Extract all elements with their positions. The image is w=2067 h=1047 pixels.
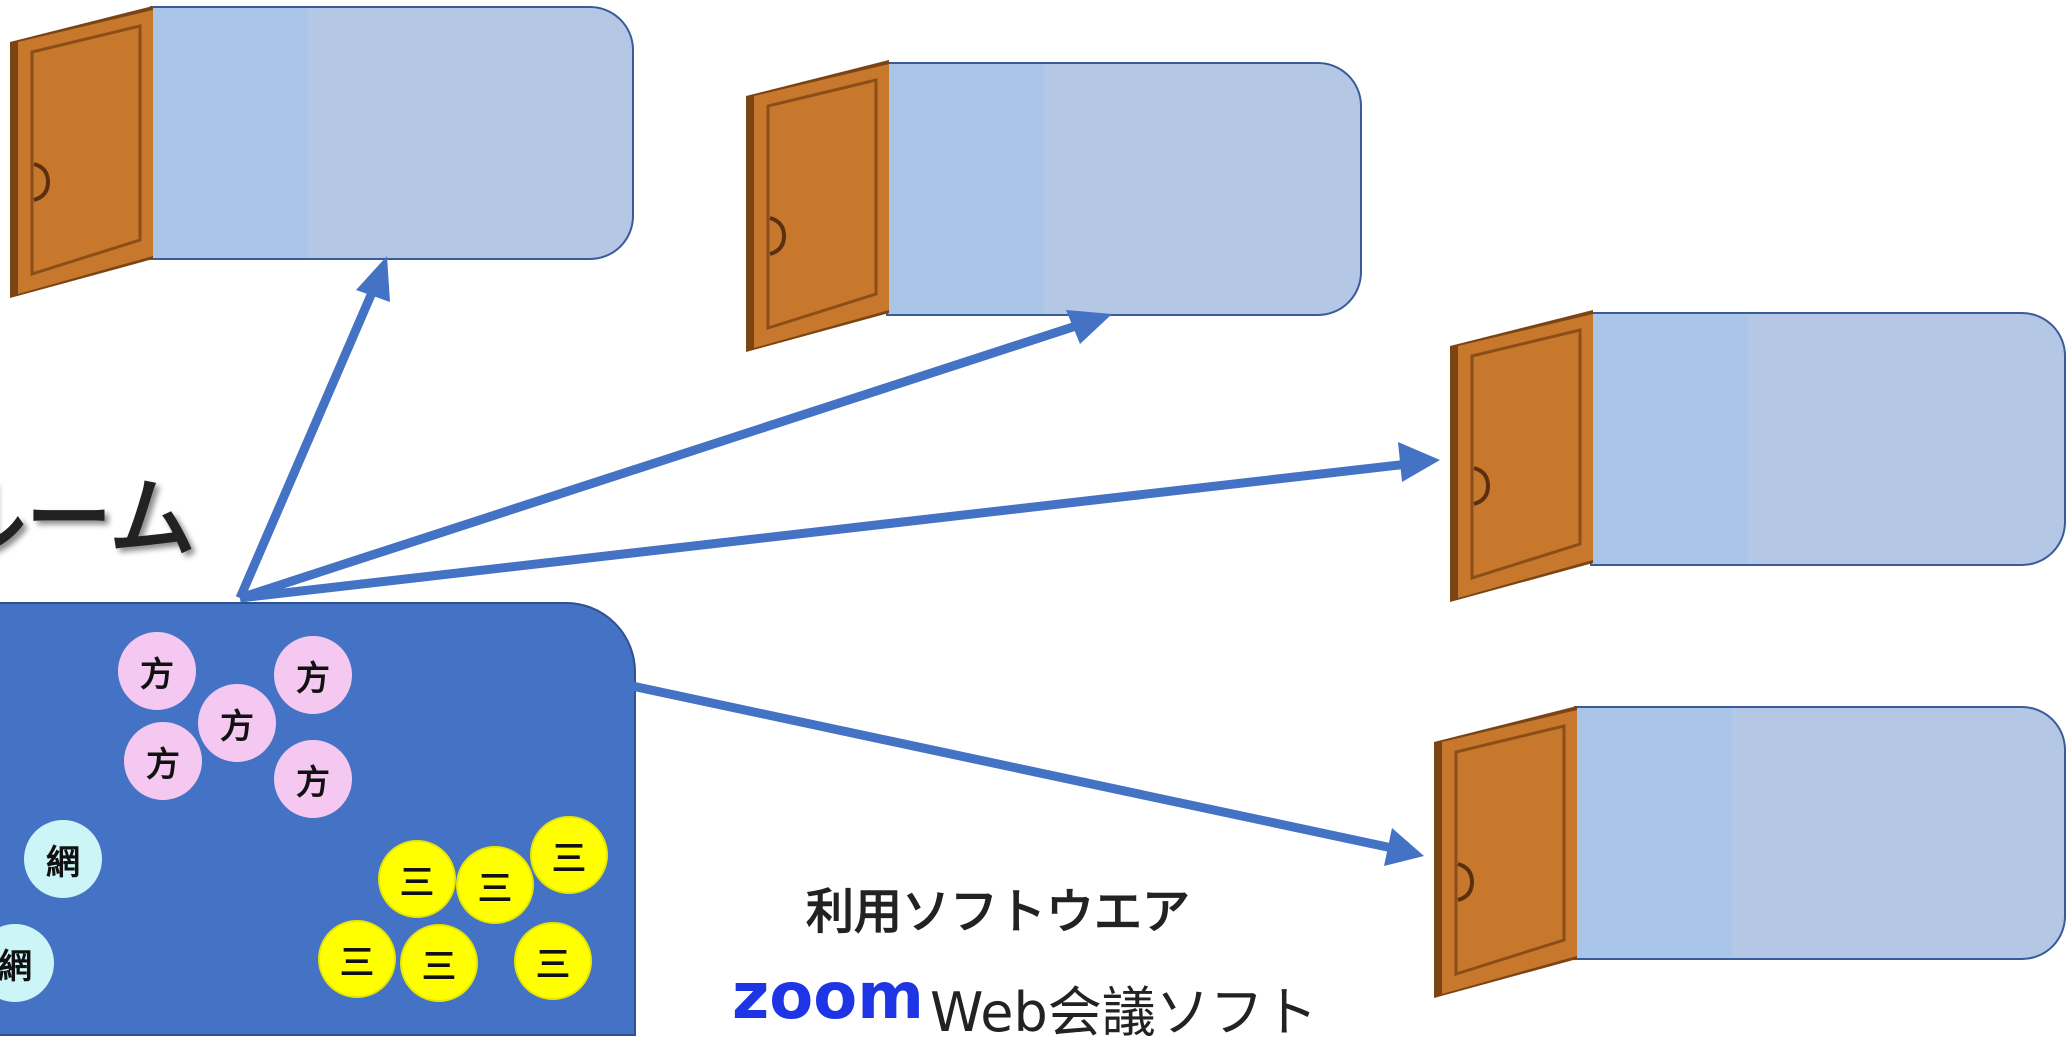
breakout-room-3	[1590, 312, 2066, 566]
arrow-to-room-3	[239, 459, 1409, 603]
zoom-logo: zoom	[732, 960, 924, 1034]
participant-badge: 方	[124, 722, 202, 800]
participant-badge: 方	[274, 636, 352, 714]
arrowhead	[356, 256, 390, 302]
door-icon	[1450, 310, 1593, 602]
participant-badge: 方	[274, 740, 352, 818]
breakout-room-4	[1574, 706, 2066, 960]
breakout-room-diagram: ルーム 方 方 方 方 方 網 網 三 三 三 三 三 三 利用ソフトウエア z…	[0, 6, 2066, 1044]
arrowhead	[1384, 828, 1424, 866]
participant-badge: 三	[514, 922, 592, 1000]
door-icon	[10, 6, 153, 298]
door-icon	[746, 60, 889, 352]
breakout-room-2	[886, 62, 1362, 316]
arrowhead	[1066, 310, 1112, 344]
software-heading: 利用ソフトウエア	[806, 884, 1191, 940]
arrows	[235, 256, 1440, 866]
arrowhead	[1398, 442, 1440, 482]
participant-badge: 方	[198, 684, 276, 762]
diagram-title: ルーム	[0, 469, 196, 569]
software-description: Web会議ソフト	[930, 981, 1318, 1044]
participant-badge: 三	[400, 924, 478, 1002]
door-icon	[1434, 706, 1577, 998]
participant-badge: 網	[24, 820, 102, 898]
participant-badge: 三	[378, 840, 456, 918]
participant-badge: 方	[118, 632, 196, 710]
arrow-to-room-1	[235, 286, 379, 600]
arrow-to-room-4	[631, 681, 1393, 853]
arrow-to-room-2	[238, 319, 1084, 603]
participant-badge: 三	[318, 920, 396, 998]
participant-badge: 三	[530, 816, 608, 894]
breakout-room-1	[150, 6, 634, 260]
participant-badge: 三	[456, 846, 534, 924]
